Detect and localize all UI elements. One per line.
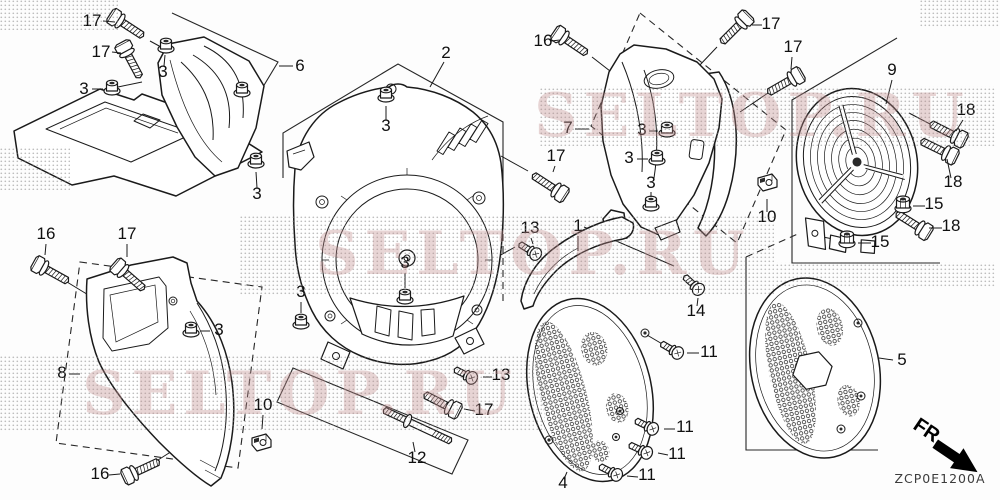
callout-label-16: 16 — [37, 224, 56, 243]
grommet-3-icon — [233, 81, 251, 98]
grommet-3-icon — [103, 79, 121, 96]
callout-label-16: 16 — [91, 464, 110, 483]
grommet-3-icon — [182, 321, 200, 338]
part-5-screen-disc-drawing — [748, 277, 882, 459]
callout-label-3: 3 — [624, 148, 633, 167]
callout-label-17: 17 — [118, 224, 137, 243]
callout-label-3: 3 — [646, 173, 655, 192]
callout-leader-line — [946, 158, 952, 179]
callout-label-4: 4 — [558, 473, 567, 492]
callout-label-11: 11 — [668, 444, 686, 463]
part-4-screen-disc-drawing — [525, 297, 655, 483]
callout-label-11: 11 — [700, 342, 718, 361]
grommet-3-icon — [292, 313, 310, 330]
callout-leader-line — [563, 471, 568, 480]
callout-label-11: 11 — [676, 417, 694, 436]
group-halftone-bands — [0, 0, 1000, 432]
callout-leader-line — [412, 441, 416, 453]
callout-label-16: 16 — [534, 31, 553, 50]
callout-leader-line — [552, 165, 556, 173]
grommet-3-icon — [247, 152, 265, 169]
callout-leader-line — [657, 452, 669, 456]
callout-leader-line — [111, 51, 122, 54]
box-part-2 — [282, 63, 504, 210]
callout-leader-line — [44, 243, 47, 256]
callout-leader-line — [255, 171, 258, 189]
watermark-text: SELTOP.RU — [82, 359, 518, 429]
callout-label-6: 6 — [295, 56, 304, 75]
callout-label-3: 3 — [252, 184, 261, 203]
fr-arrow-icon — [932, 439, 978, 473]
part-6-shroud-drawing — [13, 36, 265, 197]
callout-leader-line — [696, 297, 699, 307]
callout-label-3: 3 — [214, 320, 223, 339]
callout-label-18: 18 — [942, 216, 961, 235]
callout-label-11: 11 — [638, 465, 656, 484]
grommet-3-icon — [377, 86, 395, 103]
nut-15-icon — [838, 230, 856, 249]
callout-leader-line — [790, 56, 793, 70]
callout-label-2: 2 — [441, 43, 450, 62]
callout-leader-line — [626, 475, 639, 478]
callout-label-15: 15 — [871, 232, 890, 251]
callout-label-14: 14 — [687, 301, 706, 320]
callout-label-17: 17 — [547, 146, 566, 165]
callout-leader-line — [550, 39, 561, 42]
callout-label-9: 9 — [887, 60, 896, 79]
nut-15-icon — [894, 195, 912, 214]
grommet-3-icon — [157, 37, 175, 54]
watermark-text: SELTOP.RU — [534, 81, 970, 151]
callout-leader-line — [108, 473, 121, 476]
diagram-code: ZCP0E1200A — [894, 471, 985, 486]
callout-label-3: 3 — [158, 62, 167, 81]
callout-label-12: 12 — [408, 448, 427, 467]
callout-leader-line — [163, 54, 166, 67]
grommet-3-icon — [642, 195, 660, 212]
grommet-3-icon — [648, 149, 666, 166]
group-watermarks: SELTOP.RU SELTOP.RU SELTOP.RU — [82, 81, 970, 429]
callout-label-15: 15 — [925, 194, 944, 213]
callout-label-18: 18 — [944, 172, 963, 191]
callout-label-5: 5 — [897, 350, 906, 369]
callout-label-17: 17 — [92, 42, 111, 61]
callout-label-17: 17 — [784, 37, 803, 56]
callout-label-17: 17 — [762, 14, 781, 33]
callout-leader-line — [429, 61, 445, 88]
callout-label-3: 3 — [79, 79, 88, 98]
watermark-text: SELTOP.RU — [315, 219, 751, 289]
callout-label-3: 3 — [381, 116, 390, 135]
box-part-8 — [55, 261, 263, 469]
callout-leader-line — [878, 357, 894, 361]
